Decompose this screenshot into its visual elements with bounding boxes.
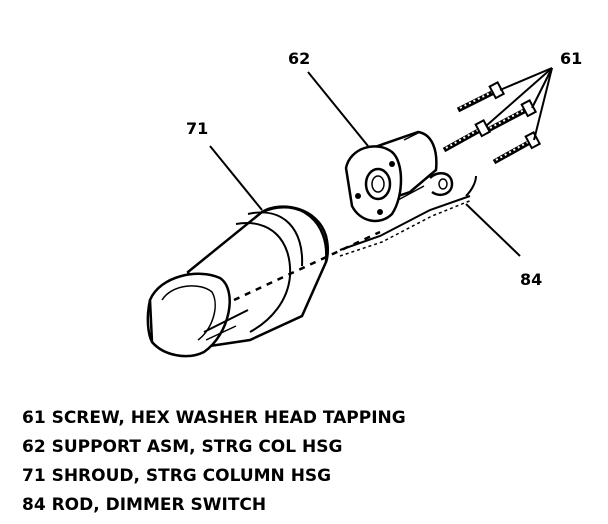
screw-2 bbox=[486, 99, 538, 133]
support-assembly-part-62 bbox=[344, 130, 454, 223]
leader-61-c bbox=[485, 67, 553, 127]
shroud-part-71 bbox=[146, 205, 330, 358]
leader-lines bbox=[209, 67, 553, 257]
column-axis-dashed bbox=[233, 230, 381, 302]
legend-item-84: 84 ROD, DIMMER SWITCH bbox=[22, 495, 267, 515]
screw-4 bbox=[492, 131, 542, 165]
leader-62 bbox=[307, 71, 369, 147]
leader-61-d bbox=[533, 67, 553, 141]
leader-61-b bbox=[531, 67, 553, 109]
leader-71 bbox=[209, 145, 263, 211]
screw-1 bbox=[456, 81, 506, 113]
dimmer-rod-part-84 bbox=[339, 175, 477, 257]
callout-71: 71 bbox=[186, 119, 208, 138]
leader-61-a bbox=[499, 67, 553, 91]
exploded-parts-diagram: 61 62 71 84 bbox=[146, 49, 582, 358]
callout-61: 61 bbox=[560, 49, 582, 68]
leader-84 bbox=[465, 203, 521, 257]
legend-item-62: 62 SUPPORT ASM, STRG COL HSG bbox=[22, 437, 343, 457]
legend-item-61: 61 SCREW, HEX WASHER HEAD TAPPING bbox=[22, 408, 406, 428]
screw-3 bbox=[442, 119, 492, 153]
legend-item-71: 71 SHROUD, STRG COLUMN HSG bbox=[22, 466, 332, 486]
callout-84: 84 bbox=[520, 270, 542, 289]
callout-62: 62 bbox=[288, 49, 310, 68]
parts-legend: 61 SCREW, HEX WASHER HEAD TAPPING 62 SUP… bbox=[22, 404, 406, 520]
